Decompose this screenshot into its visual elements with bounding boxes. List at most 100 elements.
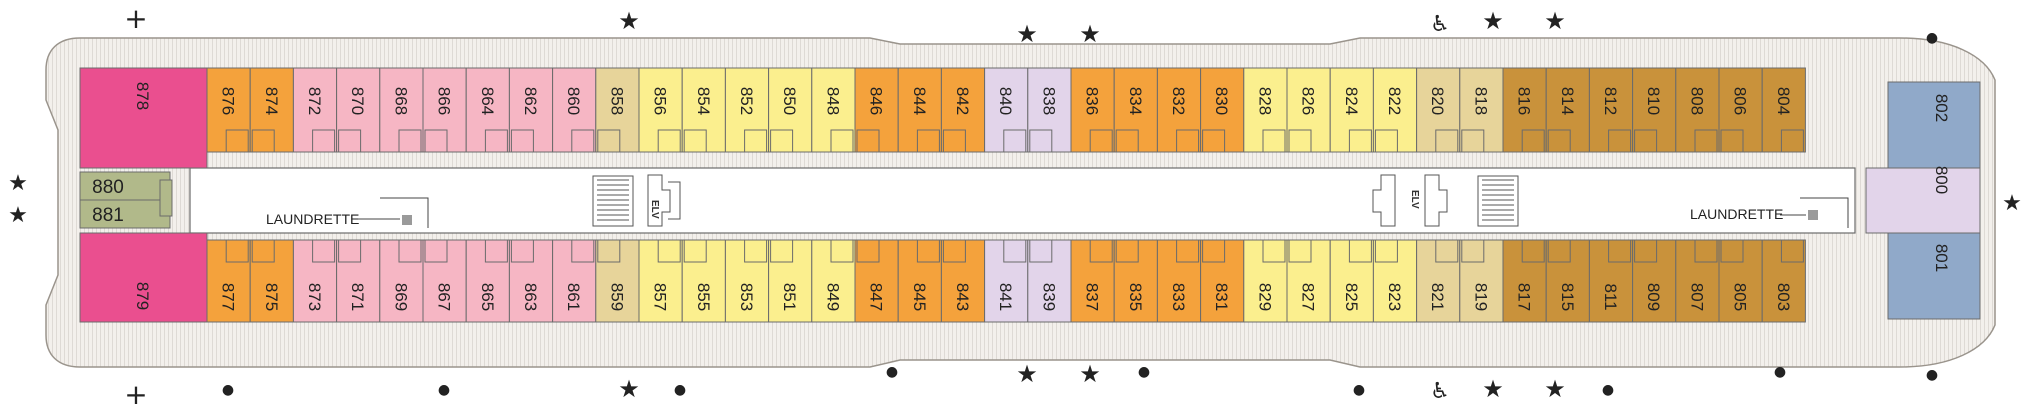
cabin-820[interactable]: 820 [1416,67,1461,153]
cabin-858[interactable]: 858 [595,67,640,153]
cabin-bathroom [856,239,880,263]
cabin-800[interactable]: 800 [1865,166,1981,234]
cabin-810[interactable]: 810 [1632,67,1677,153]
cabin-879[interactable]: 879 [79,232,208,323]
cabin-872[interactable]: 872 [292,67,338,153]
cabin-880[interactable]: 880 [79,171,171,201]
cabin-844[interactable]: 844 [897,67,942,153]
cabin-871[interactable]: 871 [336,239,381,323]
cabin-827[interactable]: 827 [1286,239,1331,323]
cabin-860[interactable]: 860 [552,67,597,153]
cabin-853[interactable]: 853 [724,239,770,323]
cabin-867[interactable]: 867 [422,239,467,323]
cabin-803[interactable]: 803 [1761,239,1806,323]
cabin-846[interactable]: 846 [854,67,899,153]
cabin-bathroom [1461,129,1485,153]
cabin-843[interactable]: 843 [940,239,986,323]
cabin-857[interactable]: 857 [638,239,683,323]
cabin-817[interactable]: 817 [1502,239,1547,323]
cabin-835[interactable]: 835 [1113,239,1158,323]
cabin-bathroom [1435,239,1459,263]
cabin-847[interactable]: 847 [854,239,899,323]
cabin-809[interactable]: 809 [1632,239,1677,323]
cabin-number-label: 840 [996,87,1015,115]
cabin-865[interactable]: 865 [465,239,510,323]
cabin-bathroom [1374,129,1398,153]
cabin-829[interactable]: 829 [1243,239,1288,323]
cabin-849[interactable]: 849 [811,239,856,323]
cabin-834[interactable]: 834 [1113,67,1158,153]
cabin-837[interactable]: 837 [1070,239,1115,323]
cabin-825[interactable]: 825 [1329,239,1374,323]
cabin-811[interactable]: 811 [1588,239,1634,323]
cabin-807[interactable]: 807 [1675,239,1720,323]
cabin-877[interactable]: 877 [206,239,251,323]
cabin-823[interactable]: 823 [1372,239,1418,323]
cabin-876[interactable]: 876 [206,67,251,153]
cabin-831[interactable]: 831 [1200,239,1245,323]
star-icon: ★ [1079,360,1101,388]
cabin-866[interactable]: 866 [422,67,467,153]
cabin-845[interactable]: 845 [897,239,942,323]
cabin-850[interactable]: 850 [768,67,813,153]
cabin-number-label: 846 [867,87,886,115]
cabin-852[interactable]: 852 [724,67,770,153]
cabin-number-label: 851 [780,283,799,311]
cabin-812[interactable]: 812 [1588,67,1634,153]
cabin-838[interactable]: 838 [1027,67,1072,153]
cabin-859[interactable]: 859 [595,239,640,323]
cabin-856[interactable]: 856 [638,67,683,153]
cabin-801[interactable]: 801 [1887,232,1981,320]
cabin-821[interactable]: 821 [1416,239,1461,323]
cabin-842[interactable]: 842 [940,67,986,153]
cabin-874[interactable]: 874 [249,67,294,153]
cabin-873[interactable]: 873 [292,239,338,323]
dot-icon: ● [222,382,234,398]
cabin-848[interactable]: 848 [811,67,856,153]
cabin-868[interactable]: 868 [379,67,424,153]
cabin-number-label: 865 [478,283,497,311]
cabin-number-label: 817 [1515,283,1534,311]
cabin-814[interactable]: 814 [1545,67,1590,153]
cabin-806[interactable]: 806 [1718,67,1763,153]
cabin-bathroom [1547,129,1571,153]
cabin-828[interactable]: 828 [1243,67,1288,153]
cabin-839[interactable]: 839 [1027,239,1072,323]
cabin-822[interactable]: 822 [1372,67,1418,153]
cabin-830[interactable]: 830 [1200,67,1245,153]
cabin-870[interactable]: 870 [336,67,381,153]
cabin-816[interactable]: 816 [1502,67,1547,153]
cabin-881[interactable]: 881 [79,199,171,229]
cabin-number-label: 862 [521,87,540,115]
cabin-804[interactable]: 804 [1761,67,1806,153]
cabin-841[interactable]: 841 [984,239,1029,323]
cabin-818[interactable]: 818 [1459,67,1504,153]
cabin-878[interactable]: 878 [79,67,208,169]
cabin-869[interactable]: 869 [379,239,424,323]
cabin-851[interactable]: 851 [768,239,813,323]
cabin-door-marker [159,179,173,217]
cabin-824[interactable]: 824 [1329,67,1374,153]
cabin-875[interactable]: 875 [249,239,294,323]
cabin-864[interactable]: 864 [465,67,510,153]
cabin-808[interactable]: 808 [1675,67,1720,153]
cabin-836[interactable]: 836 [1070,67,1115,153]
cabin-862[interactable]: 862 [508,67,554,153]
elevator-label-left: ELV [649,200,660,219]
cabin-number-label: 812 [1601,87,1620,115]
cabin-854[interactable]: 854 [681,67,726,153]
cabin-number-label: 858 [607,87,626,115]
cabin-number-label: 880 [92,177,124,198]
cabin-819[interactable]: 819 [1459,239,1504,323]
cabin-805[interactable]: 805 [1718,239,1763,323]
cabin-840[interactable]: 840 [984,67,1029,153]
cabin-826[interactable]: 826 [1286,67,1331,153]
cabin-number-label: 829 [1255,283,1274,311]
cabin-833[interactable]: 833 [1156,239,1202,323]
cabin-832[interactable]: 832 [1156,67,1202,153]
cabin-855[interactable]: 855 [681,239,726,323]
cabin-802[interactable]: 802 [1887,81,1981,169]
cabin-863[interactable]: 863 [508,239,554,323]
cabin-861[interactable]: 861 [552,239,597,323]
cabin-815[interactable]: 815 [1545,239,1590,323]
